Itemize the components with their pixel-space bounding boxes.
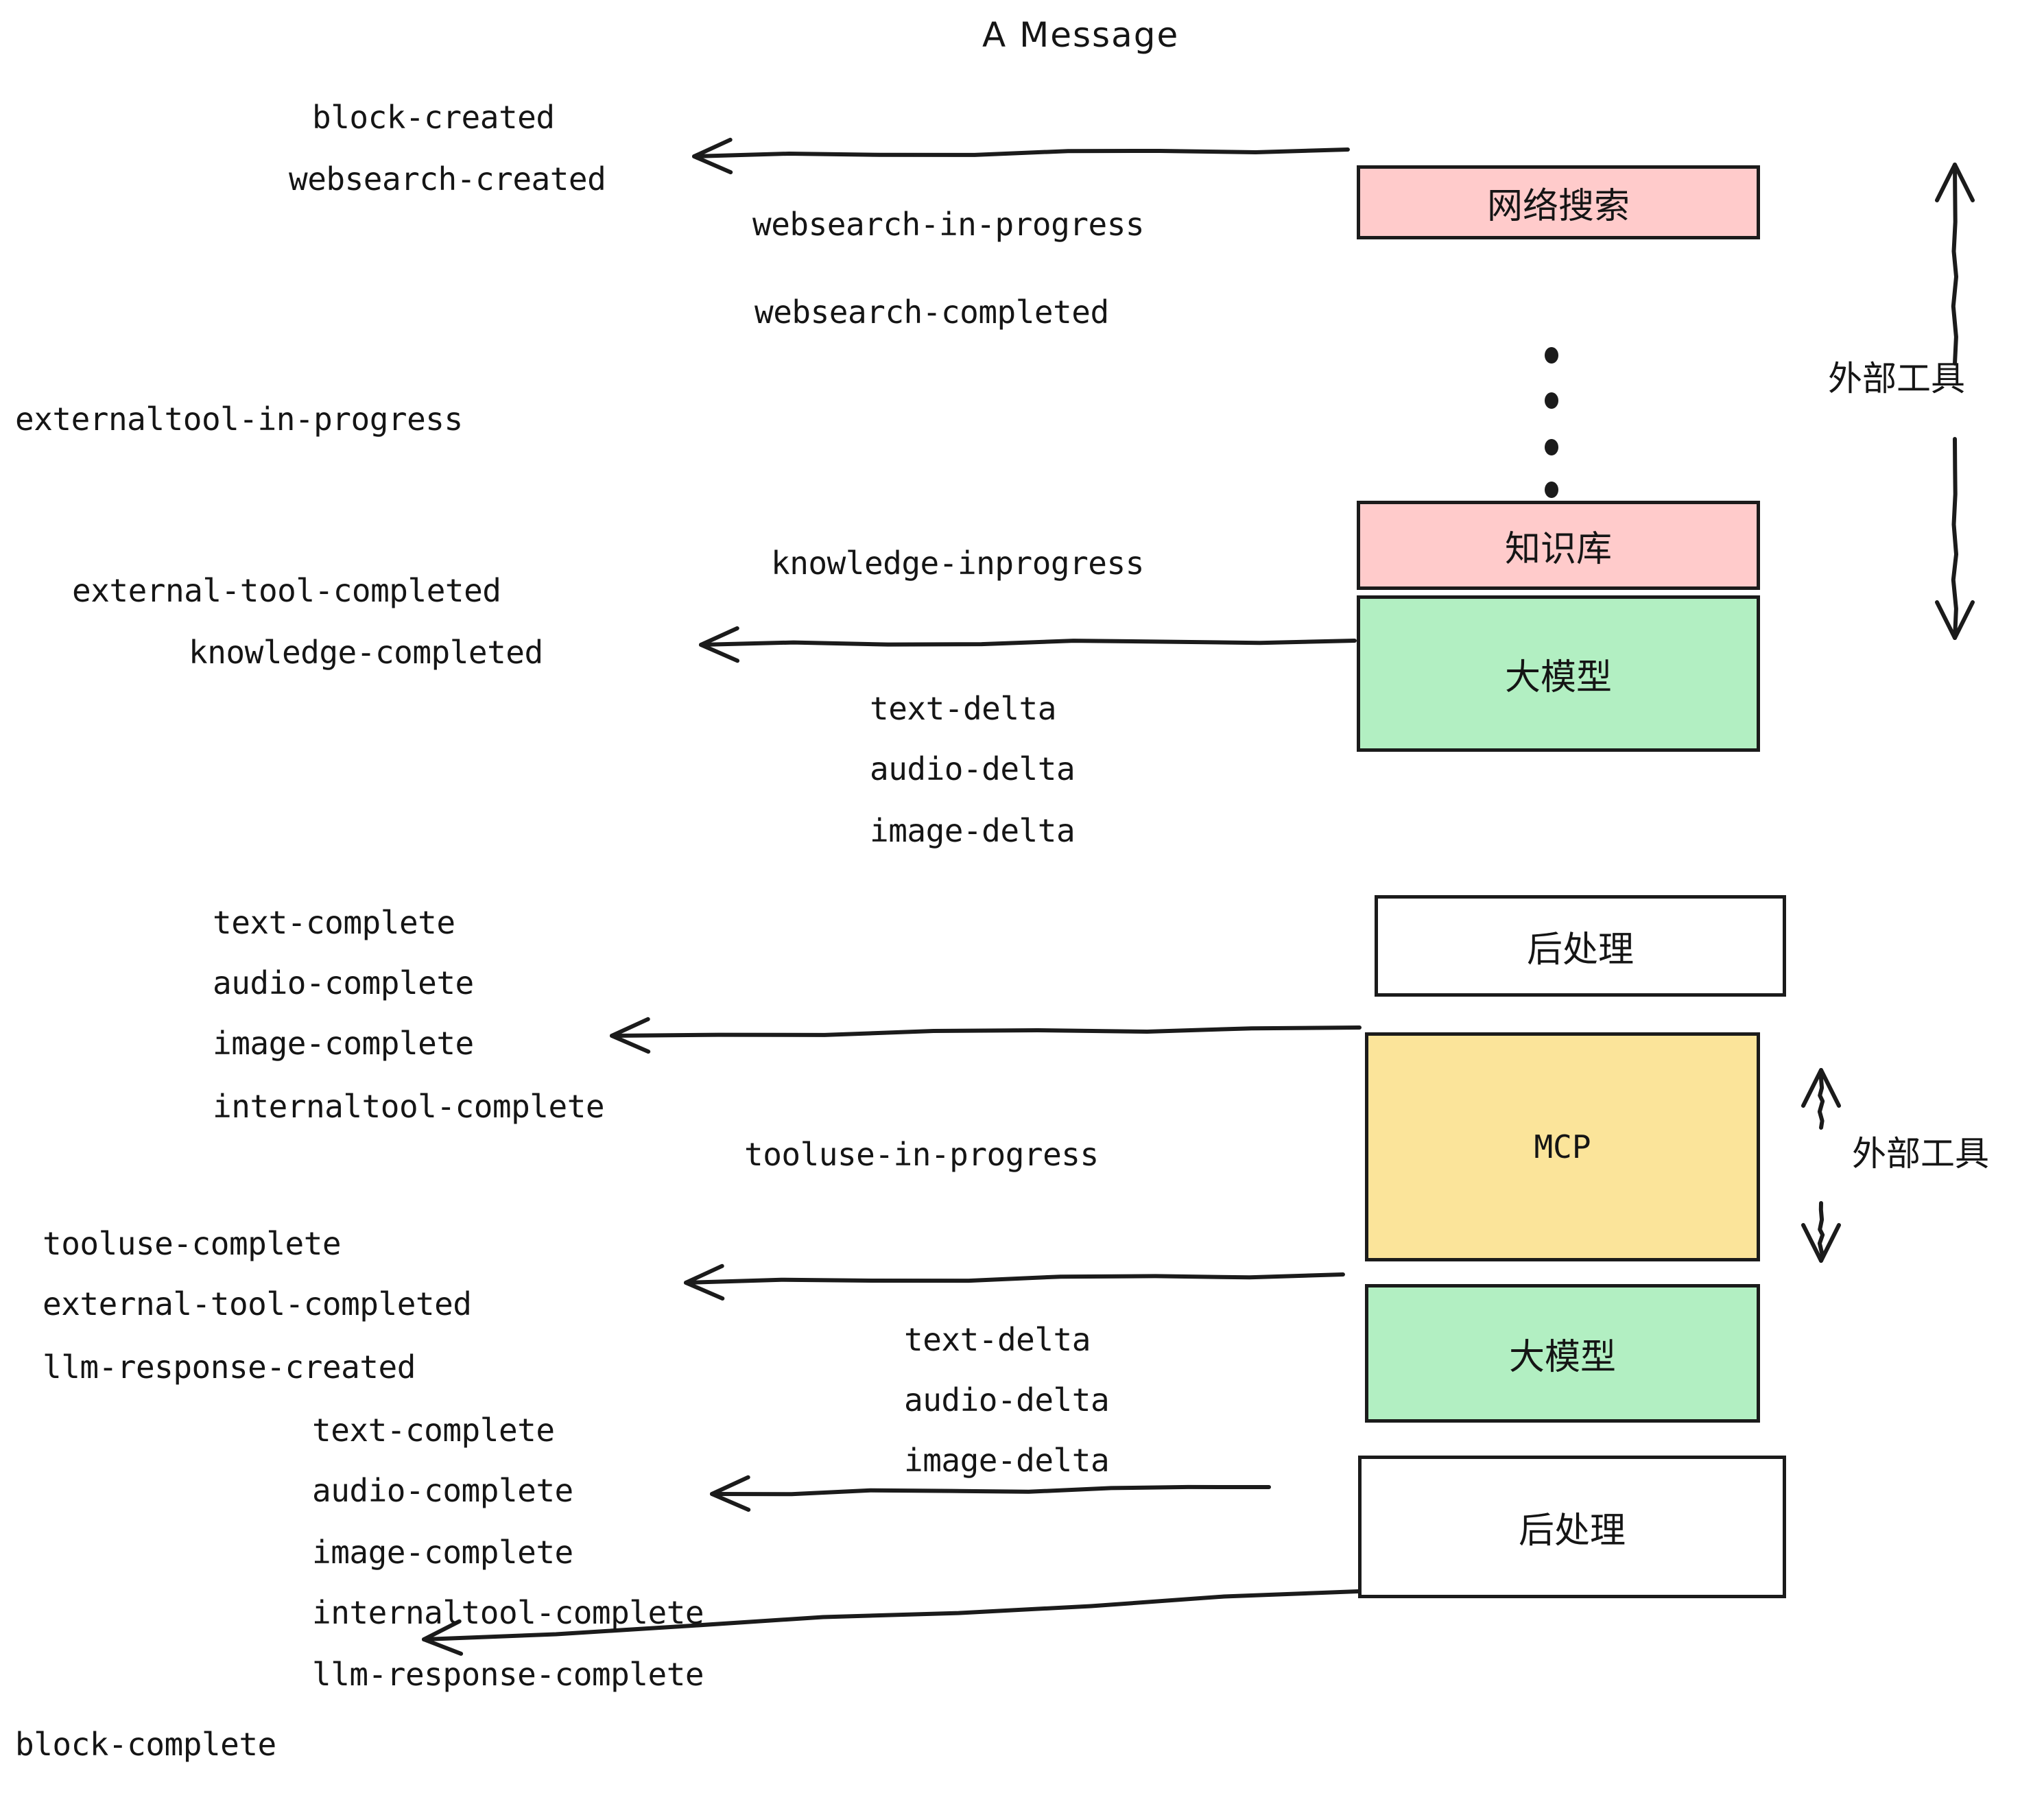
ellipsis-dot-3	[1545, 439, 1558, 455]
ellipsis-dot-2	[1545, 392, 1558, 409]
event-label-llm-response-complete: llm-response-complete	[312, 1656, 704, 1693]
node-label: 后处理	[1518, 1510, 1626, 1552]
event-label-image-delta-2: image-delta	[904, 1442, 1110, 1479]
ellipsis-dot-1	[1545, 347, 1558, 364]
external-tools-top-head	[1935, 600, 1975, 640]
arrow-block-created-head	[692, 137, 733, 175]
event-label-websearch-completed: websearch-completed	[754, 294, 1109, 331]
event-label-knowledge-completed: knowledge-completed	[189, 634, 543, 671]
event-label-external-tool-completed-2: external-tool-completed	[43, 1285, 472, 1322]
event-label-tooluse-complete: tooluse-complete	[43, 1225, 342, 1262]
arrow-tooluse-complete-head	[684, 1263, 725, 1301]
event-label-knowledge-inprogress: knowledge-inprogress	[771, 545, 1144, 582]
event-label-websearch-in-progress: websearch-in-progress	[752, 206, 1145, 243]
node-label: 知识库	[1504, 528, 1612, 570]
event-label-image-delta-1: image-delta	[870, 812, 1076, 849]
external-tools-top-shaft	[1951, 437, 1958, 640]
arrow-knowledge-done-head	[699, 626, 740, 663]
arrow-audio-complete-head	[710, 1475, 751, 1512]
event-label-image-complete-2: image-complete	[312, 1534, 573, 1571]
event-label-image-complete-1: image-complete	[213, 1025, 474, 1062]
bracket-label-external-tools-bottom: 外部工具	[1852, 1134, 1989, 1174]
arrow-audio-complete	[710, 1484, 1271, 1497]
node-label: 后处理	[1526, 929, 1634, 971]
node-mcp: MCP	[1365, 1032, 1760, 1261]
external-tools-top-head	[1935, 163, 1975, 202]
external-tools-bottom-head	[1801, 1068, 1841, 1108]
node-label: 大模型	[1504, 656, 1612, 698]
event-label-external-tool-completed-1: external-tool-completed	[72, 572, 501, 609]
external-tools-bottom-head	[1801, 1223, 1841, 1263]
event-label-text-complete-2: text-complete	[312, 1412, 555, 1449]
event-label-internaltool-complete-2: internaltool-complete	[312, 1594, 704, 1631]
ellipsis-dot-4	[1545, 482, 1558, 498]
external-tools-bottom-shaft	[1817, 1068, 1825, 1130]
event-label-text-complete-1: text-complete	[213, 904, 455, 941]
node-websearch: 网络搜索	[1357, 165, 1760, 239]
bracket-label-external-tools-top: 外部工具	[1828, 359, 1965, 399]
event-label-block-complete: block-complete	[15, 1726, 276, 1763]
node-label: MCP	[1534, 1128, 1591, 1165]
node-postprocess-2: 后处理	[1358, 1456, 1786, 1598]
event-label-text-delta-1: text-delta	[870, 690, 1056, 727]
node-knowledge: 知识库	[1357, 501, 1760, 590]
arrow-block-created	[692, 147, 1350, 158]
node-llm-1: 大模型	[1357, 595, 1760, 752]
node-llm-2: 大模型	[1365, 1284, 1760, 1423]
event-label-websearch-created: websearch-created	[289, 161, 606, 198]
external-tools-top-shaft	[1951, 163, 1958, 366]
arrow-image-complete-head	[610, 1017, 651, 1054]
event-label-audio-complete-2: audio-complete	[312, 1472, 573, 1509]
node-label: 大模型	[1508, 1336, 1616, 1378]
event-label-llm-response-created: llm-response-created	[43, 1349, 416, 1386]
event-label-audio-delta-2: audio-delta	[904, 1381, 1110, 1419]
event-label-externaltool-in-progress: externaltool-in-progress	[15, 401, 463, 438]
arrow-image-complete	[610, 1025, 1362, 1038]
node-postprocess-1: 后处理	[1375, 895, 1786, 997]
event-label-internaltool-complete-1: internaltool-complete	[213, 1088, 605, 1125]
event-label-tooluse-in-progress: tooluse-in-progress	[744, 1136, 1099, 1173]
external-tools-bottom-shaft	[1817, 1201, 1825, 1263]
page-title: A Message	[982, 15, 1180, 55]
arrow-knowledge-done	[699, 639, 1357, 647]
arrow-tooluse-complete	[684, 1272, 1345, 1285]
event-label-text-delta-2: text-delta	[904, 1321, 1091, 1358]
event-label-block-created: block-created	[312, 99, 555, 136]
event-label-audio-complete-1: audio-complete	[213, 964, 474, 1001]
node-label: 网络搜索	[1486, 185, 1630, 227]
event-label-audio-delta-1: audio-delta	[870, 750, 1076, 787]
